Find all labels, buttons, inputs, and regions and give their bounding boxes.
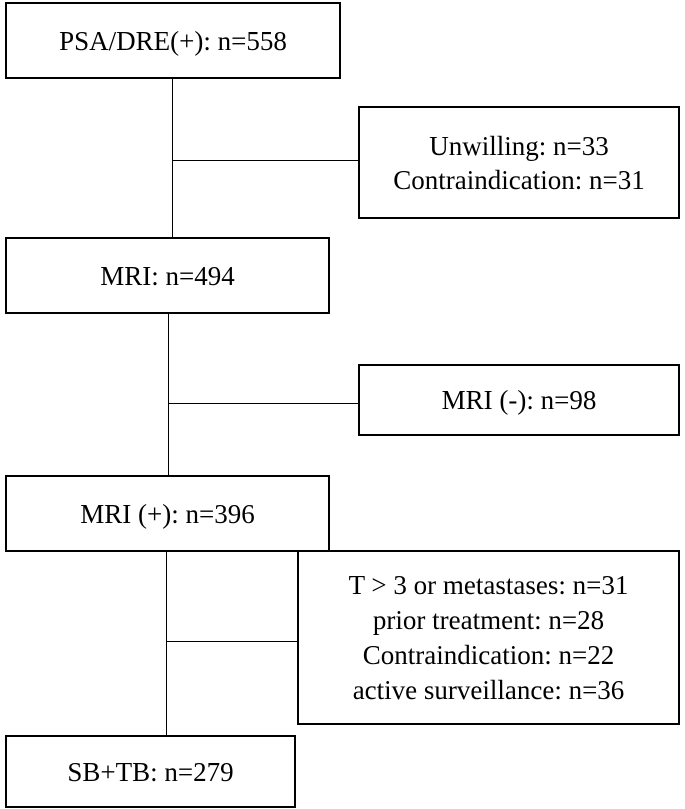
branch-mri-exclusion (168, 403, 358, 404)
connector-psa-to-mri (172, 79, 173, 237)
sb-tb-label: SB+TB: n=279 (67, 756, 234, 787)
exclusion-item-unwilling: Unwilling: n=33 (429, 130, 609, 161)
connector-mri-positive-to-sbtb (166, 552, 167, 735)
psa-dre-label: PSA/DRE(+): n=558 (59, 25, 287, 56)
mri-positive-label: MRI (+): n=396 (80, 498, 255, 529)
exclusion-item-active-surveillance: active surveillance: n=36 (352, 674, 625, 705)
exclusion-item-contraindication: Contraindication: n=22 (362, 639, 615, 670)
sb-tb-box: SB+TB: n=279 (5, 735, 296, 808)
connector-mri-to-mri-positive (168, 314, 169, 475)
exclusion-item-contraindication: Contraindication: n=31 (393, 164, 645, 195)
exclusion-item-metastases: T > 3 or metastases: n=31 (348, 569, 629, 600)
mri-exclusion-box: MRI (-): n=98 (358, 364, 680, 436)
psa-exclusion-box: Unwilling: n=33 Contraindication: n=31 (358, 106, 680, 219)
branch-mri-positive-exclusion (166, 641, 297, 642)
mri-positive-exclusion-box: T > 3 or metastases: n=31 prior treatmen… (297, 550, 680, 725)
exclusion-item-mri-negative: MRI (-): n=98 (441, 385, 597, 415)
psa-dre-box: PSA/DRE(+): n=558 (5, 2, 341, 79)
mri-label: MRI: n=494 (100, 260, 235, 291)
mri-positive-box: MRI (+): n=396 (5, 475, 330, 552)
mri-box: MRI: n=494 (5, 237, 330, 314)
exclusion-item-prior-treatment: prior treatment: n=28 (372, 604, 605, 635)
branch-psa-exclusion (172, 160, 358, 161)
